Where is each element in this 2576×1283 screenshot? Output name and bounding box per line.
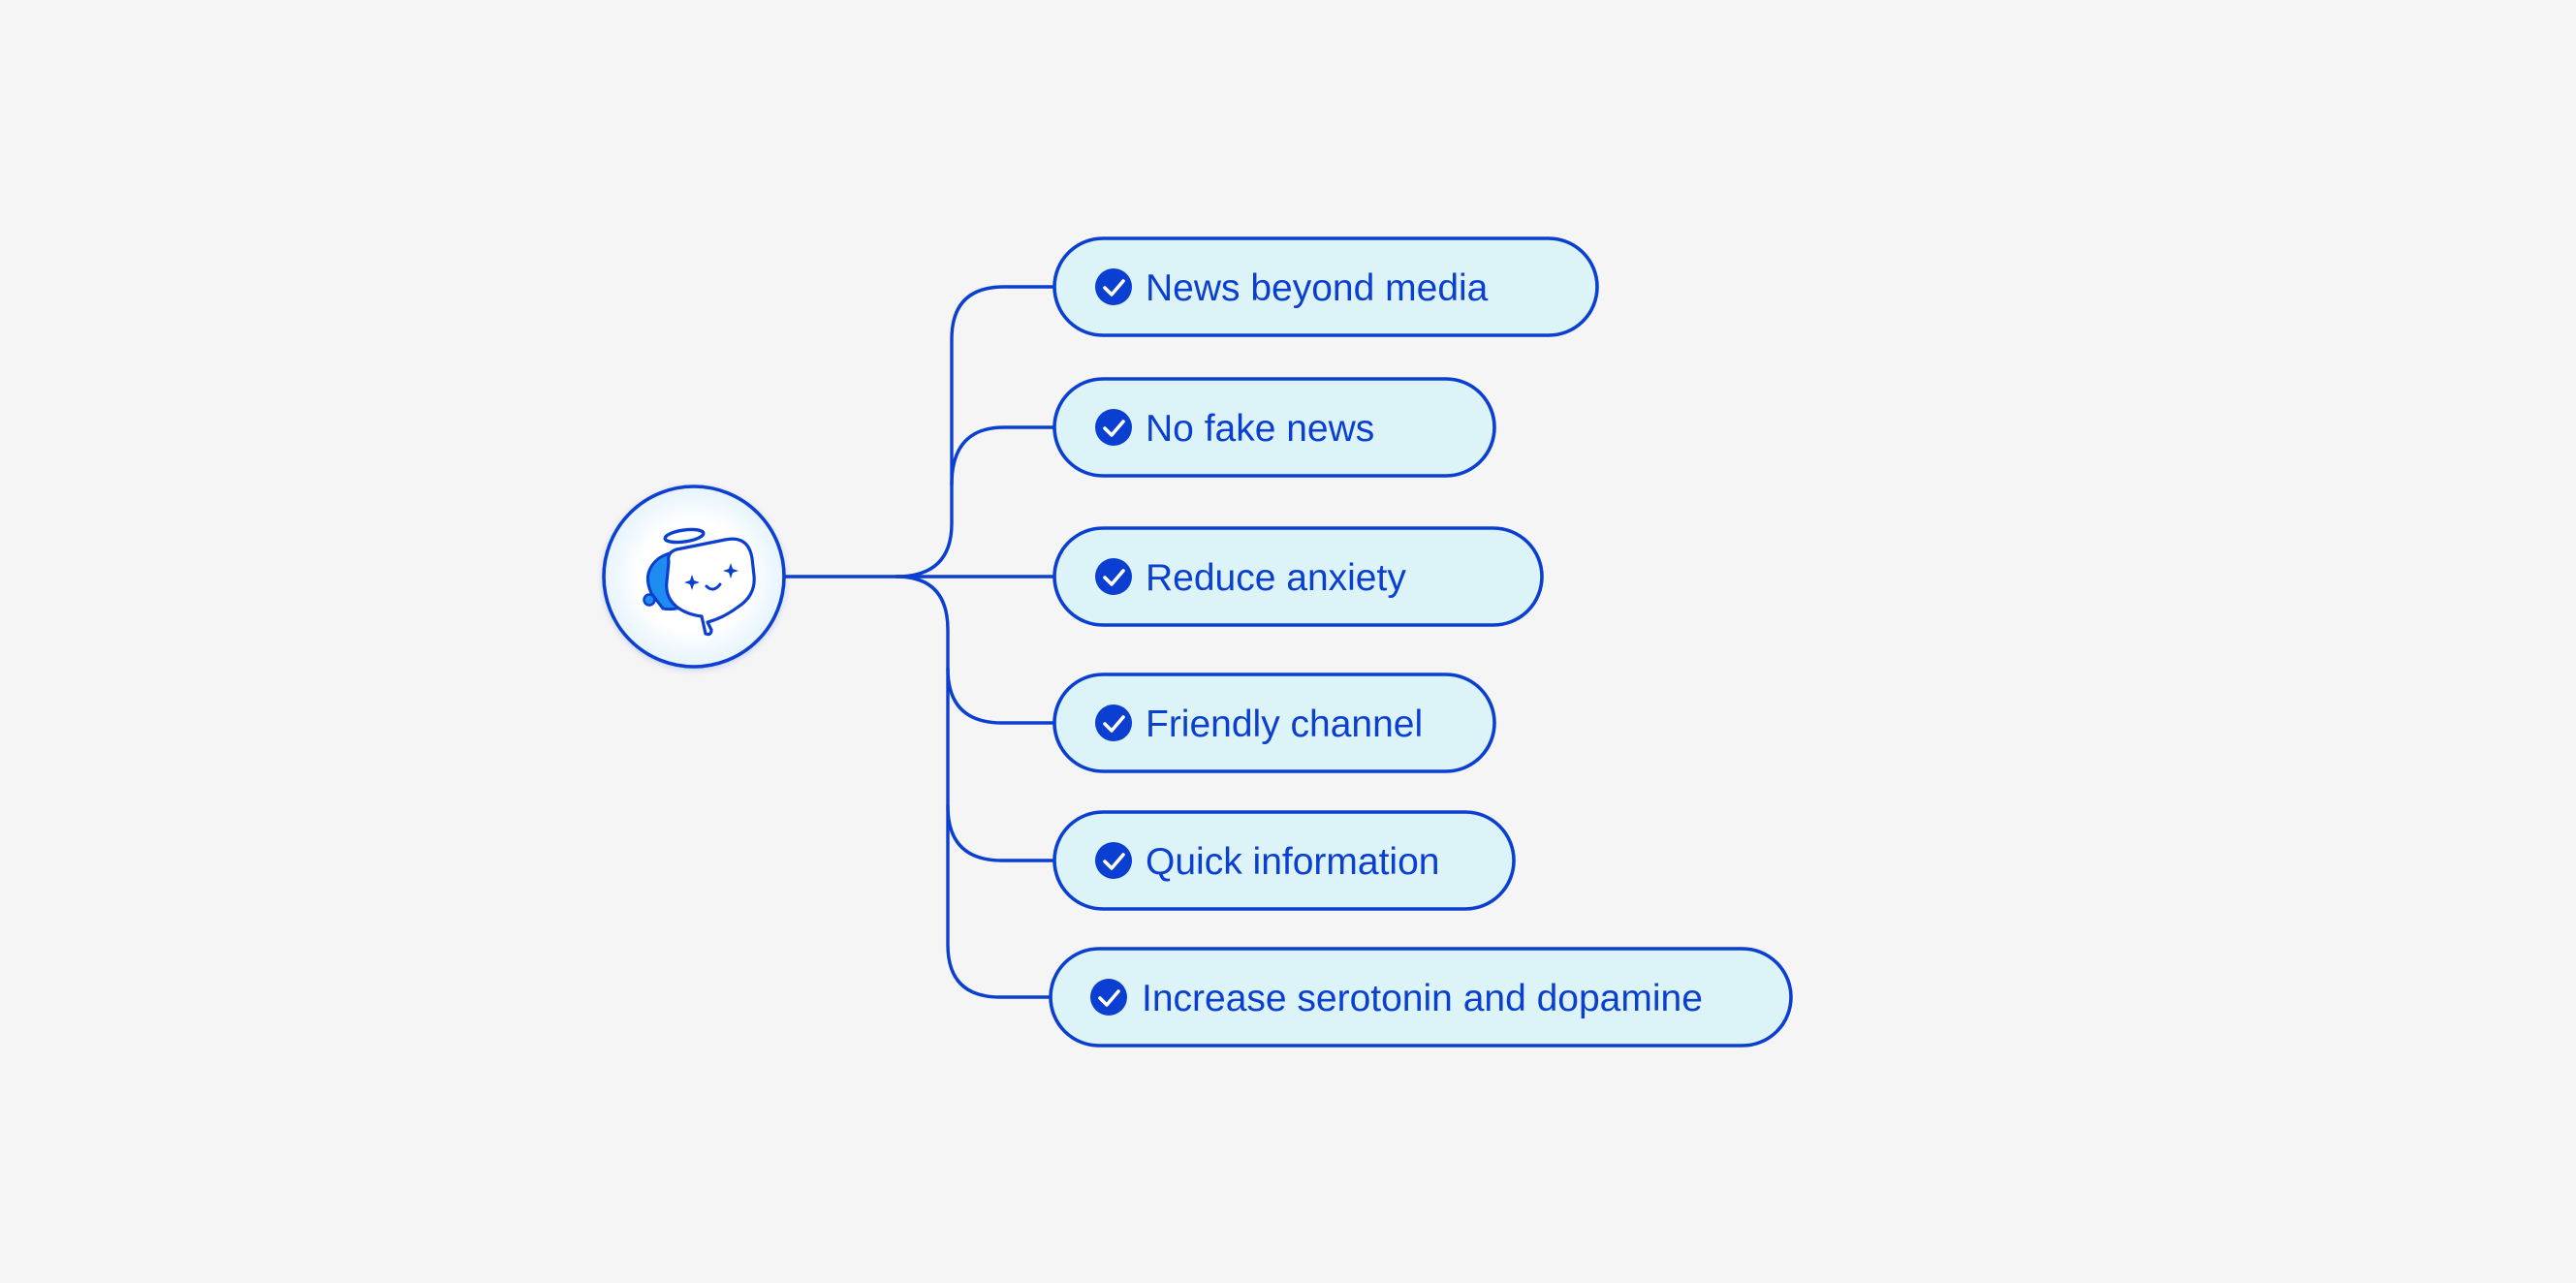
connector-upper-trunk: [895, 285, 1056, 579]
check-circle-icon: [1095, 409, 1132, 446]
check-mark: [1103, 853, 1125, 870]
check-circle-icon: [1095, 558, 1132, 595]
item-pill: Quick information: [1052, 810, 1516, 911]
item-pill: Reduce anxiety: [1052, 526, 1544, 627]
pill-label: Friendly channel: [1146, 704, 1423, 745]
item-pill: Friendly channel: [1052, 673, 1496, 773]
pill-background: [1052, 377, 1496, 478]
check-mark: [1103, 569, 1125, 586]
connector-item-2: [950, 425, 1056, 486]
item-pill: News beyond media: [1052, 236, 1599, 337]
connector-item-4: [946, 667, 1056, 725]
pill-label: Increase serotonin and dopamine: [1142, 978, 1703, 1019]
check-circle-icon: [1095, 704, 1132, 741]
check-mark: [1103, 279, 1125, 297]
pill-background: [1052, 810, 1516, 911]
item-pill: Increase serotonin and dopamine: [1049, 947, 1793, 1048]
item-pill: No fake news: [1052, 377, 1496, 478]
check-mark: [1098, 989, 1120, 1007]
connector-lower-trunk: [895, 575, 1054, 999]
check-mark: [1103, 420, 1125, 437]
check-circle-icon: [1090, 979, 1127, 1016]
smiling-speech-bubble-halo-icon: [643, 527, 756, 637]
check-circle-icon: [1095, 268, 1132, 305]
pill-background: [1052, 673, 1496, 773]
check-mark: [1103, 715, 1125, 733]
pill-label: Reduce anxiety: [1146, 557, 1406, 599]
pill-label: Quick information: [1146, 841, 1439, 883]
connector-item-5: [946, 804, 1056, 862]
connectors: [783, 285, 1056, 999]
pill-label: News beyond media: [1146, 267, 1489, 309]
center-node: [602, 485, 786, 669]
pill-label: No fake news: [1146, 408, 1374, 450]
pill-background: [1052, 236, 1599, 337]
check-circle-icon: [1095, 842, 1132, 879]
pill-background: [1052, 526, 1544, 627]
pill-background: [1049, 947, 1793, 1048]
